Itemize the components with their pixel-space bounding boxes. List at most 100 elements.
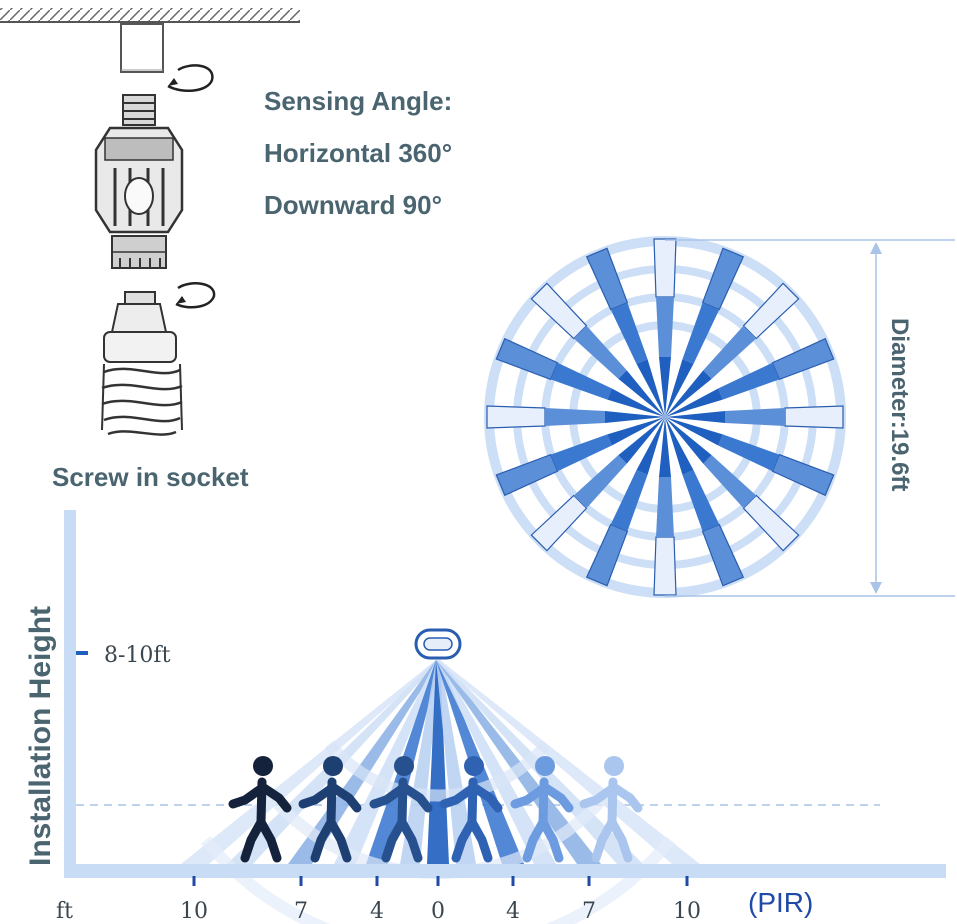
- socket-adapter-icon: [120, 23, 164, 73]
- beam-segment: [665, 388, 723, 417]
- person-arm: [228, 783, 267, 809]
- beam-ray: [427, 660, 449, 864]
- beam-segment: [605, 411, 665, 423]
- person-leg: [397, 817, 423, 863]
- beam-segment: [665, 411, 725, 423]
- beam-segment: [550, 434, 612, 472]
- person-head: [604, 756, 624, 776]
- person-leg: [451, 817, 477, 863]
- beam-segment: [771, 337, 835, 381]
- person-leg: [538, 817, 564, 863]
- beam-ray: [436, 660, 601, 864]
- tick-label: 7: [582, 899, 596, 924]
- beam-segment: [701, 523, 745, 587]
- detection-beam: [495, 337, 665, 417]
- person-leg: [467, 817, 493, 863]
- detection-beam: [665, 417, 745, 587]
- beam-segment: [610, 470, 648, 532]
- beam-ray: [334, 660, 440, 864]
- beam-segment: [636, 359, 665, 417]
- tick-label: 10: [180, 899, 208, 924]
- range-axis: [64, 864, 946, 878]
- person-head: [323, 756, 343, 776]
- tick-label: 4: [370, 899, 384, 924]
- detection-beam: [495, 417, 665, 497]
- beam-segment: [573, 455, 627, 509]
- diameter-label: Diameter:19.6ft: [886, 318, 913, 491]
- range-unit-label: ft: [56, 899, 73, 924]
- tick-label: 7: [294, 899, 308, 924]
- horizontal-angle-label: Horizontal 360°: [264, 138, 452, 168]
- beam-segment: [585, 523, 629, 587]
- beam-segment: [653, 238, 677, 298]
- person-head: [394, 756, 414, 776]
- person-arm: [400, 783, 433, 813]
- beam-ray: [436, 660, 700, 864]
- screw-in-socket-label: Screw in socket: [52, 462, 249, 492]
- rotate-arrow-icon: [175, 282, 216, 309]
- beam-segment: [653, 536, 677, 596]
- person-arm: [610, 783, 643, 813]
- detection-beam: [486, 405, 665, 429]
- walking-people: [228, 756, 643, 863]
- detection-beam: [530, 417, 665, 552]
- person-leg: [256, 817, 282, 863]
- detection-beam: [585, 247, 665, 417]
- person-leg: [310, 817, 336, 863]
- person-arm: [541, 783, 574, 813]
- person-head: [253, 756, 273, 776]
- person-leg: [240, 817, 266, 863]
- person-leg: [607, 817, 633, 863]
- beam-ray: [436, 660, 476, 864]
- beam-segment: [550, 362, 612, 400]
- diameter-dimension: [665, 239, 955, 597]
- walking-person-icon: [298, 756, 362, 863]
- beam-segment: [618, 417, 665, 464]
- person-head: [535, 756, 555, 776]
- beam-segment: [703, 325, 757, 379]
- detection-beam: [653, 417, 677, 596]
- beam-arc: [200, 836, 676, 924]
- ceiling-icon: [0, 8, 300, 23]
- walking-person-icon: [510, 756, 574, 863]
- cfl-bulb-icon: [101, 291, 183, 436]
- beam-segment: [771, 453, 835, 497]
- person-arm: [439, 783, 478, 809]
- height-marker-label: 8-10ft: [104, 643, 171, 668]
- beam-segment: [610, 302, 648, 364]
- beam-segment: [656, 297, 674, 357]
- person-leg: [522, 817, 548, 863]
- person-leg: [591, 817, 617, 863]
- beam-segment: [665, 417, 723, 446]
- range-ticks: [192, 876, 689, 886]
- person-arm: [369, 783, 408, 809]
- tick-label: 4: [506, 899, 520, 924]
- beam-segment: [636, 417, 665, 475]
- detection-beam: [665, 405, 844, 429]
- height-axis: [64, 510, 88, 878]
- person-arm: [470, 783, 503, 813]
- detection-beam: [665, 417, 800, 552]
- downward-angle-label: Downward 90°: [264, 190, 442, 220]
- beam-ray: [181, 660, 440, 864]
- person-arm: [259, 783, 292, 813]
- person-arm: [329, 783, 362, 813]
- detection-beam: [585, 417, 665, 587]
- beam-segment: [725, 408, 785, 426]
- beam-segment: [486, 405, 546, 429]
- beam-segment: [665, 370, 712, 417]
- beam-segment: [607, 388, 665, 417]
- detection-beam: [665, 247, 745, 417]
- sensing-angle-title: Sensing Angle:: [264, 86, 452, 116]
- beam-segment: [495, 337, 559, 381]
- detection-beam: [665, 282, 800, 417]
- walking-person-icon: [439, 756, 503, 863]
- beam-segment: [682, 470, 720, 532]
- radial-detection-pattern: [484, 236, 846, 598]
- beam-segment: [573, 325, 627, 379]
- beam-segment: [495, 453, 559, 497]
- person-arm: [579, 783, 618, 809]
- beam-segment: [665, 417, 694, 475]
- beam-segment: [665, 417, 712, 464]
